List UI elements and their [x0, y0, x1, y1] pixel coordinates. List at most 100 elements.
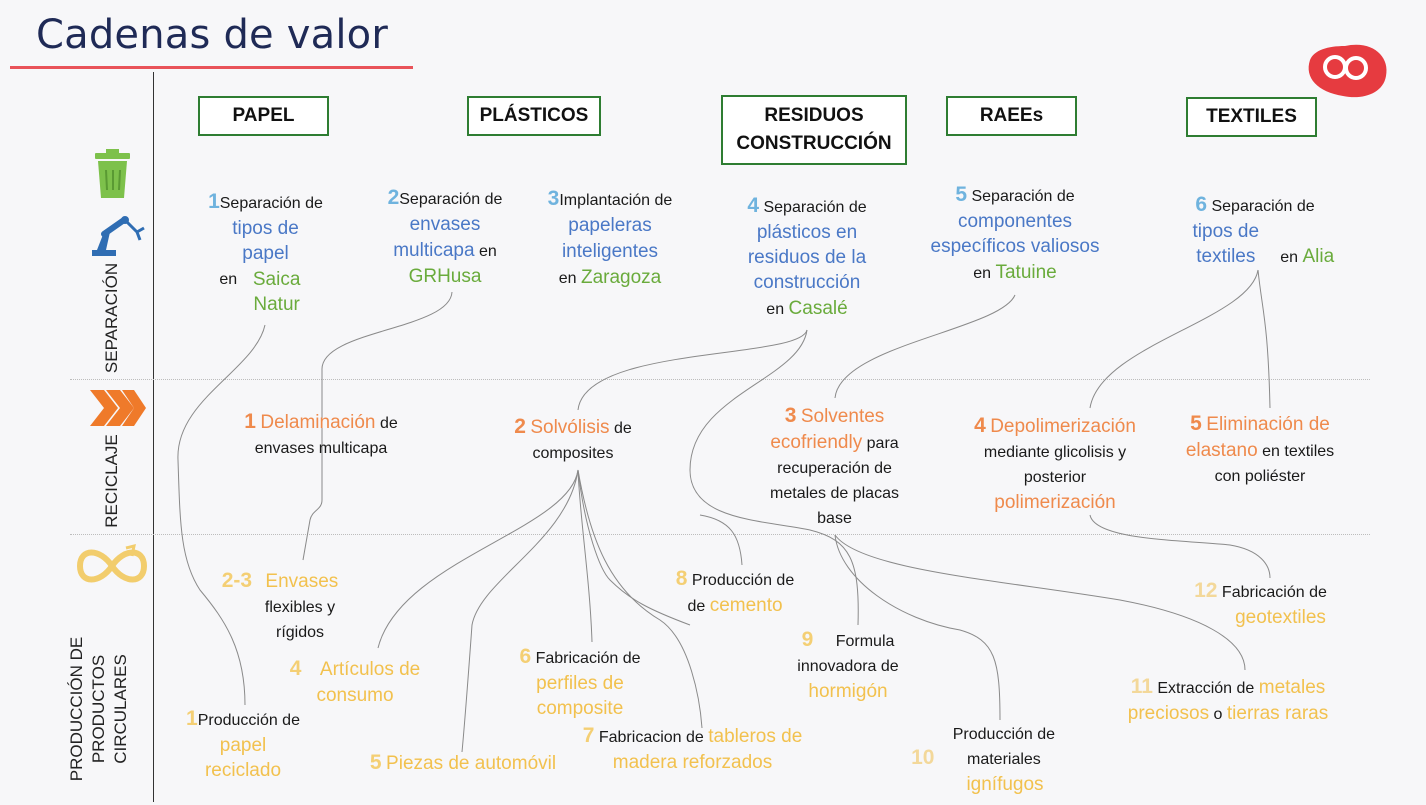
prod-7-pre: Fabricacion de [598, 729, 704, 746]
prod-1-highlight: papel reciclado [204, 735, 282, 781]
rec-node-5: 5 Eliminación de elastano en textiles co… [1180, 411, 1340, 489]
row-axis-line [153, 72, 154, 802]
recycle-bin-icon [95, 149, 130, 198]
prod-node-2-3: 2-3 Envases flexibles y rígidos [210, 568, 350, 645]
category-residuos-label-2: CONSTRUCCIÓN [736, 133, 892, 154]
sep-3-mid: en [558, 270, 577, 287]
prod-node-8: 8 Producción de de cemento [675, 567, 795, 616]
prod-5-num: 5 [369, 751, 382, 774]
row-divider-1 [70, 379, 1370, 380]
connector-sep6-rec4 [1089, 269, 1259, 409]
sep-node-1: 1Separación de tipos de papel en Saica N… [188, 189, 343, 317]
prod-12-highlight: geotextiles [1235, 607, 1326, 628]
prod-11-highlight-2: tierras raras [1226, 703, 1329, 724]
connector-sep4-rec2 [577, 329, 808, 411]
connector-rec1-prod8 [699, 514, 743, 566]
prod-9-num: 9 [801, 628, 814, 651]
sep-5-highlight: componentes específicos valiosos [930, 211, 1100, 257]
sep-5-mid: en [973, 265, 992, 282]
sep-6-place: Alia [1302, 246, 1335, 267]
category-plasticos: PLÁSTICOS [467, 96, 601, 136]
sep-4-num: 4 [747, 194, 760, 217]
prod-node-5: 5 Piezas de automóvil [358, 750, 568, 777]
prod-7-num: 7 [582, 724, 595, 747]
sep-6-highlight: tipos de textiles [1192, 221, 1260, 267]
prod-12-num: 12 [1194, 579, 1218, 602]
prod-2-3-num: 2-3 [221, 569, 253, 592]
sep-2-highlight: envases multicapa [393, 214, 481, 261]
prod-2-3-highlight: Envases [265, 571, 339, 592]
sep-1-place: Saica Natur [252, 269, 301, 315]
sep-3-num: 3 [547, 187, 560, 210]
prod-1-num: 1 [186, 707, 198, 730]
sep-6-mid: en [1280, 249, 1299, 266]
sep-node-5: 5 Separación de componentes específicos … [915, 182, 1115, 286]
rec-5-num: 5 [1190, 412, 1202, 435]
row-divider-2 [70, 534, 1370, 535]
sep-3-highlight: papeleras inteligentes [561, 215, 659, 262]
category-textiles-label: TEXTILES [1206, 106, 1297, 127]
rec-node-1: 1 Delaminación de envases multicapa [226, 409, 416, 461]
prod-6-pre: Fabricación de [535, 650, 641, 667]
rec-1-highlight: Delaminación [260, 412, 376, 433]
sep-5-place: Tatuine [995, 262, 1057, 283]
rec-node-4: 4 Depolimerización mediante glicolisis y… [960, 413, 1150, 516]
category-residuos-label-1: RESIDUOS [764, 105, 864, 126]
sep-node-6: 6 Separación de tipos de textiles en Ali… [1170, 192, 1340, 270]
sep-node-4: 4 Separación de plásticos en residuos de… [722, 193, 892, 322]
prod-6-num: 6 [519, 645, 532, 668]
prod-node-12: 12 Fabricación de geotextiles [1178, 578, 1343, 631]
prod-11-pre: Extracción de [1157, 680, 1255, 697]
prod-node-10: 10 Producción de materiales ignífugos [900, 722, 1070, 798]
sep-3-pre: Implantación de [559, 192, 673, 209]
prod-1-pre: Producción de [197, 712, 300, 729]
category-raees: RAEEs [946, 96, 1077, 136]
chevrons-icon [90, 390, 146, 426]
rec-5-highlight: Eliminación de elastano [1185, 414, 1330, 461]
prod-9-highlight: hormigón [808, 681, 888, 702]
sep-6-pre: Separación de [1211, 198, 1315, 215]
row-label-produccion: PRODUCCIÓN DE PRODUCTOS CIRCULARES [67, 636, 130, 782]
rec-4-num: 4 [974, 414, 986, 437]
sep-4-mid: en [766, 301, 785, 318]
prod-node-11: 11 Extracción de metales preciosos o tie… [1118, 674, 1338, 727]
prod-node-9: 9 Formula innovadora de hormigón [778, 627, 918, 705]
prod-8-pre: Producción de [691, 572, 795, 589]
prod-11-highlight: metales preciosos [1127, 677, 1326, 724]
prod-node-6: 6 Fabricación de perfiles de composite [505, 644, 655, 722]
sep-node-3: 3Implantación de papeleras inteligentes … [540, 186, 680, 291]
prod-5-highlight: Piezas de automóvil [386, 753, 557, 774]
page-title: Cadenas de valor [36, 12, 388, 58]
rec-node-3: 3 Solventes ecofriendly para recuperació… [752, 403, 917, 531]
sep-node-2: 2Separación de envases multicapa en GRHu… [370, 185, 520, 290]
sep-1-num: 1 [208, 190, 220, 213]
infinity-icon [76, 543, 148, 583]
prod-4-num: 4 [289, 657, 302, 680]
prod-node-1: 1Producción de papel reciclado [168, 706, 318, 784]
sep-2-pre: Separación de [399, 191, 503, 208]
prod-8-highlight: cemento [709, 595, 783, 616]
rec-2-rest: de composites [532, 420, 632, 462]
sep-3-place: Zaragoza [580, 267, 662, 288]
category-plasticos-label: PLÁSTICOS [479, 105, 589, 126]
sep-2-place: GRHusa [408, 266, 482, 287]
prod-node-4: 4 Artículos de consumo [275, 656, 435, 709]
prod-8-num: 8 [675, 567, 688, 590]
prod-10-num: 10 [911, 746, 935, 769]
prod-9-pre: Formula innovadora de [797, 633, 899, 675]
rec-node-2: 2 Solvólisis de composites [498, 414, 648, 466]
prod-4-highlight: Artículos de consumo [316, 659, 421, 706]
rec-2-num: 2 [514, 415, 526, 438]
category-papel: PAPEL [198, 96, 329, 136]
sep-5-num: 5 [955, 183, 968, 206]
rec-2-highlight: Solvólisis [530, 417, 610, 438]
prod-7-highlight: tableros de madera reforzados [612, 726, 803, 773]
prod-2-3-rest: flexibles y rígidos [264, 599, 336, 641]
category-papel-label: PAPEL [232, 105, 295, 126]
rec-3-rest: para recuperación de metales de placas b… [770, 435, 899, 527]
prod-10-pre: Producción de materiales [952, 726, 1056, 768]
rec-1-rest: de envases multicapa [254, 415, 398, 457]
sep-6-num: 6 [1195, 193, 1208, 216]
robot-arm-icon [92, 216, 145, 256]
